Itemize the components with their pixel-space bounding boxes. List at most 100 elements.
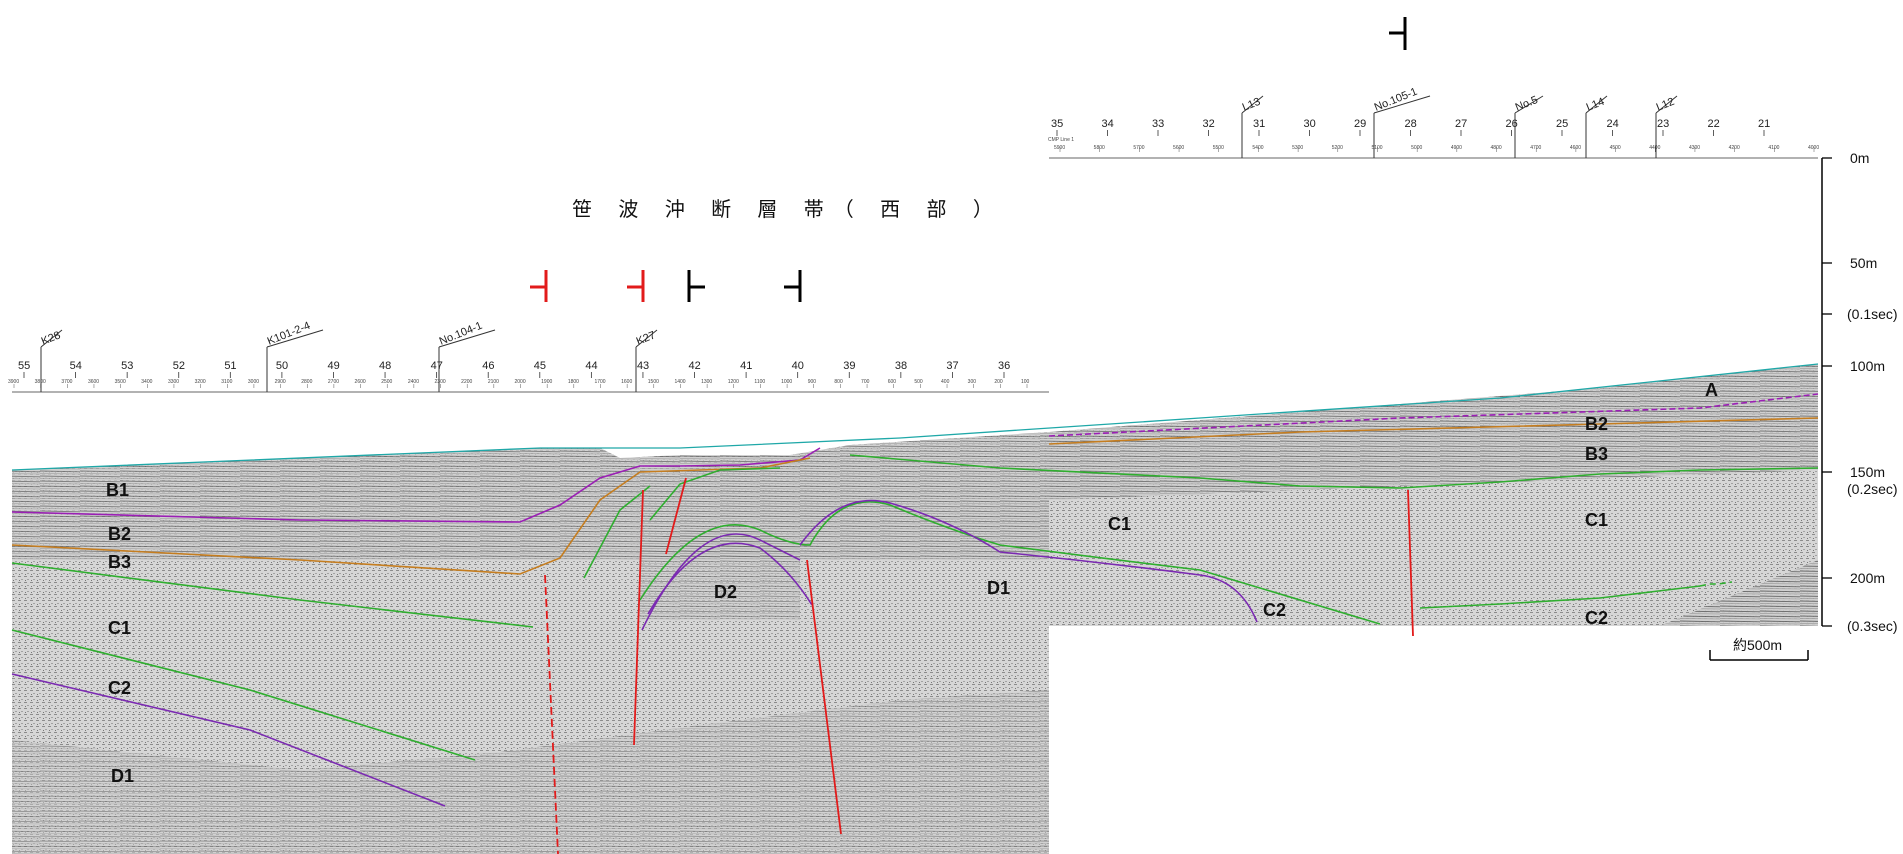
depth-scale: 0m50m(0.1sec)100m150m(0.2sec)200m(0.3sec… (1821, 150, 1898, 634)
west-seismic-image (12, 432, 1049, 854)
west-shotpoint-label: 48 (379, 360, 391, 372)
west-unit-labels: B1 B2 B3 C1 C2 D1 D2 (106, 480, 737, 786)
west-shotpoint-label: 52 (173, 360, 185, 372)
crossing-line-leader (635, 329, 658, 348)
east-cdp-label: 5300 (1292, 145, 1303, 151)
depth-label: (0.3sec) (1847, 618, 1898, 634)
west-cdp-label: 2500 (381, 379, 392, 385)
depth-label: 150m (1850, 464, 1885, 480)
west-shotpoint-label: 46 (482, 360, 494, 372)
east-cdp-label: 4000 (1808, 145, 1819, 151)
east-unit-labels: A B2 B3 C1 C1 C2 C2 D1 (987, 380, 1718, 628)
west-cdp-label: 1700 (594, 379, 605, 385)
west-cdp-label: 2100 (488, 379, 499, 385)
west-shotpoint-label: 38 (895, 360, 907, 372)
crossing-line-leader (266, 329, 324, 348)
fault-line-red-dashed (544, 574, 559, 854)
west-shotpoint-label: 40 (792, 360, 804, 372)
scale-bar-label: 約500m (1733, 637, 1782, 653)
unit-label-C2-east-1: C2 (1263, 600, 1286, 620)
unit-label-C1-east-2: C1 (1585, 510, 1608, 530)
west-cdp-label: 300 (968, 379, 977, 385)
fault-marker-black-1 (687, 270, 705, 302)
horizon-C1-fold (649, 467, 781, 521)
horizon-C2-east (1419, 585, 1701, 609)
west-cdp-label: 2700 (328, 379, 339, 385)
west-shotpoint-label: 37 (946, 360, 958, 372)
depth-label: (0.2sec) (1847, 481, 1898, 497)
crossing-line-label: L12 (1655, 96, 1677, 114)
crossing-line-leader (1373, 95, 1431, 114)
east-shotpoint-label: 31 (1253, 118, 1265, 130)
depth-label: (0.1sec) (1847, 306, 1898, 322)
west-cdp-label: 3400 (141, 379, 152, 385)
horizon-C-dome (639, 501, 1381, 625)
west-cdp-label: 200 (994, 379, 1003, 385)
east-shotpoint-label: 21 (1758, 118, 1770, 130)
west-cdp-label: 2400 (408, 379, 419, 385)
fault-line-red-east (1407, 489, 1414, 637)
west-cdp-label: 2600 (355, 379, 366, 385)
east-shotpoint-label: 24 (1607, 118, 1619, 130)
crossing-line-leader (438, 329, 496, 348)
unit-label-B3-east: B3 (1585, 444, 1608, 464)
unit-label-C1-east-1: C1 (1108, 514, 1131, 534)
west-cdp-label: 3000 (248, 379, 259, 385)
fault-line-red-3 (806, 559, 842, 835)
east-cdp-label: 5500 (1213, 145, 1224, 151)
east-seismic-image (1049, 364, 1818, 626)
fault-line-red-1 (633, 489, 644, 746)
west-cdp-label: 3700 (61, 379, 72, 385)
fault-markers (530, 17, 1407, 302)
crossing-line-leader (1585, 95, 1608, 114)
depth-label: 0m (1850, 150, 1869, 166)
fault-marker-black-2 (784, 270, 802, 302)
east-shotpoint-label: 33 (1152, 118, 1164, 130)
west-shotpoint-label: 36 (998, 360, 1010, 372)
west-cdp-label: 600 (888, 379, 897, 385)
horizon-D-west (11, 673, 446, 807)
east-shotpoint-label: 29 (1354, 118, 1366, 130)
east-shotpoint-label: 32 (1203, 118, 1215, 130)
west-shotpoint-label: 49 (327, 360, 339, 372)
west-shotpoint-label: 45 (534, 360, 546, 372)
horizon-B1-B2-east (1048, 393, 1819, 437)
fault-marker-red-1 (530, 270, 548, 302)
fault-marker-black-east (1389, 17, 1407, 50)
east-shotpoint-label: 26 (1506, 118, 1518, 130)
horizon-C1-west (11, 562, 534, 628)
east-cdp-label: 5800 (1094, 145, 1105, 151)
east-cdp-label: 5000 (1411, 145, 1422, 151)
east-cdp-label: 4700 (1530, 145, 1541, 151)
west-shotpoint-label: 39 (843, 360, 855, 372)
crossing-line-label: K101-2-4 (266, 320, 312, 348)
east-cdp-label: 5400 (1252, 145, 1263, 151)
east-cdp-label: 5100 (1371, 145, 1382, 151)
west-cdp-label: 3300 (168, 379, 179, 385)
west-cdp-label: 2200 (461, 379, 472, 385)
figure-title: 笹 波 沖 断 層 帯（ 西 部 ） (572, 197, 1003, 221)
west-cdp-label: 900 (808, 379, 817, 385)
depth-label: 100m (1850, 358, 1885, 374)
east-cdp-label: 4900 (1451, 145, 1462, 151)
west-shotpoint-label: 43 (637, 360, 649, 372)
crossing-line-leader (40, 329, 63, 348)
east-cdp-label: 4500 (1610, 145, 1621, 151)
unit-label-D1: D1 (111, 766, 134, 786)
seafloor-line (11, 363, 1819, 471)
west-cdp-label: 100 (1021, 379, 1030, 385)
west-cdp-label: 2800 (301, 379, 312, 385)
unit-label-B2: B2 (108, 524, 131, 544)
west-cdp-label: 1000 (781, 379, 792, 385)
west-shotpoint-label: 55 (18, 360, 30, 372)
east-shotpoint-label: 28 (1405, 118, 1417, 130)
east-cdp-label: 5600 (1173, 145, 1184, 151)
west-cdp-label: 1200 (728, 379, 739, 385)
west-cdp-label: 2000 (515, 379, 526, 385)
west-shotpoint-label: 50 (276, 360, 288, 372)
crossing-line-label: K27 (635, 329, 658, 347)
west-cdp-label: 1800 (568, 379, 579, 385)
east-shotpoint-label: 22 (1708, 118, 1720, 130)
west-shotpoint-label: 47 (431, 360, 443, 372)
